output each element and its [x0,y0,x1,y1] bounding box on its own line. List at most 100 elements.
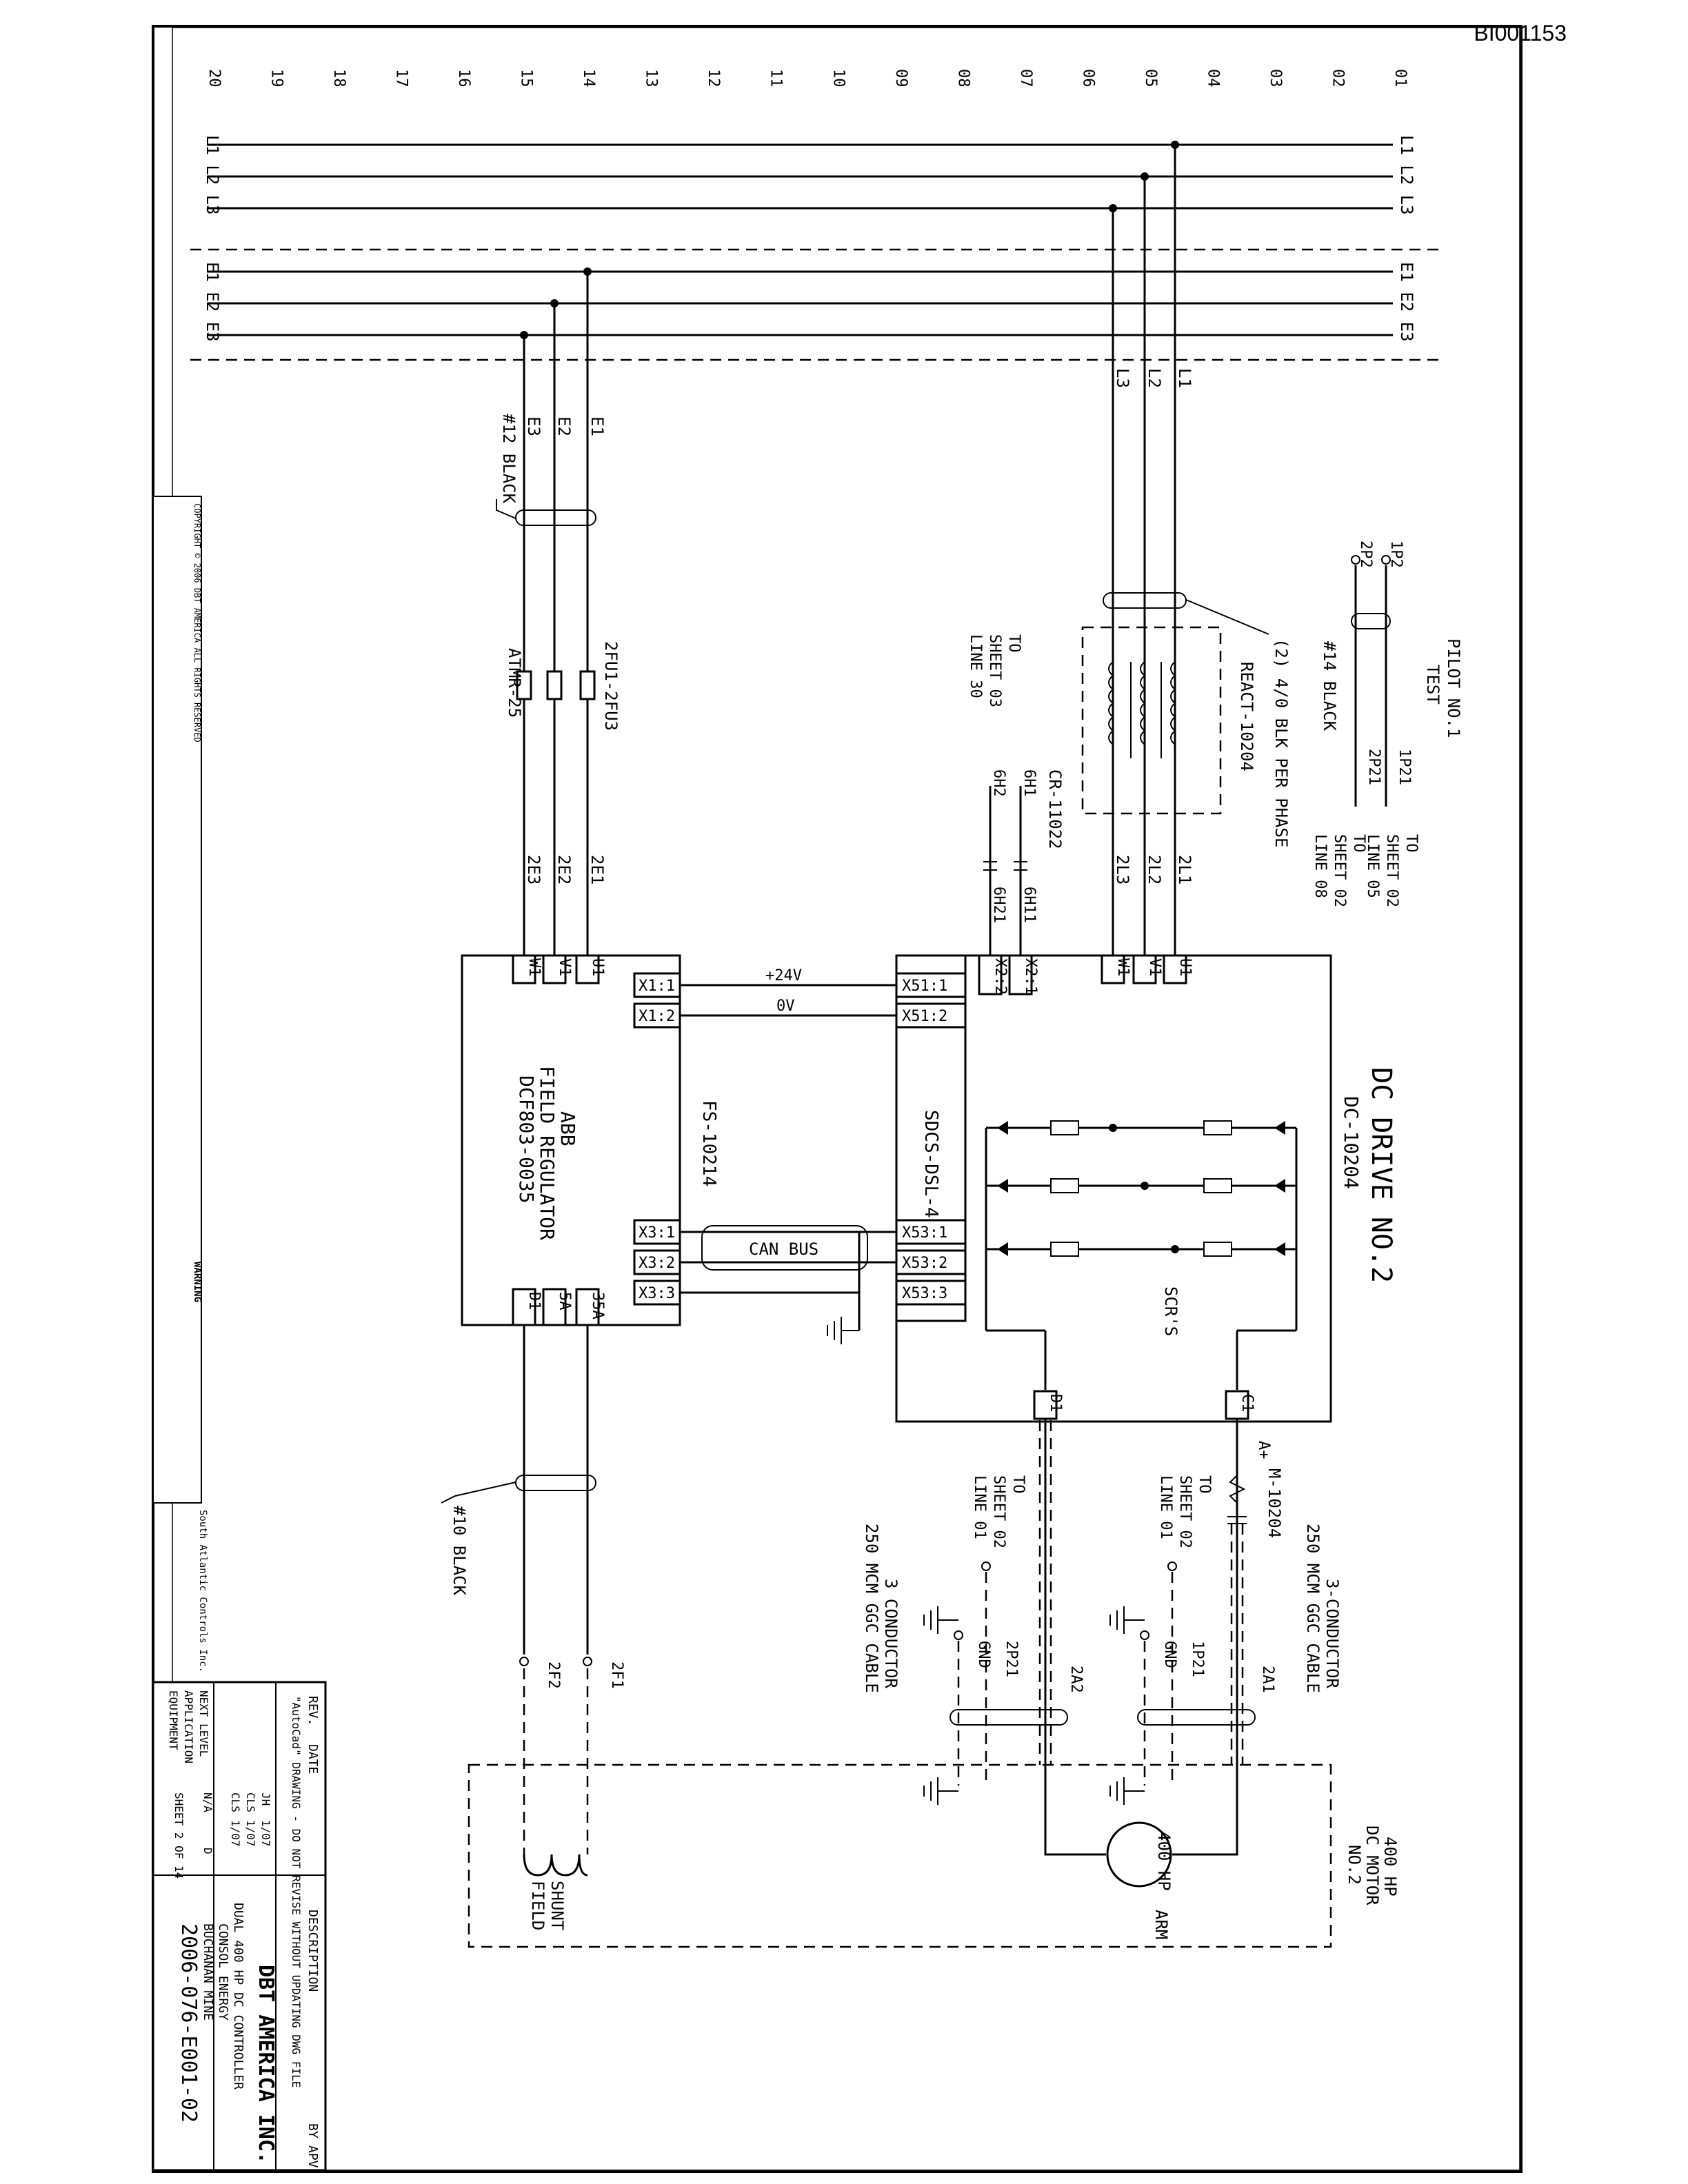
line-number-19: 19 [268,69,285,88]
pilot-cable-bundle [1351,613,1391,629]
line-number-06: 06 [1079,69,1096,88]
fr-term-w1-label: W1 [525,958,543,977]
drive-term-x21-label: X2:1 [1022,958,1039,995]
bus-e-left-label: E1 E2 E3 [203,262,222,342]
scr-6 [1274,1242,1285,1256]
motor-rating: 400 HP [1154,1831,1174,1891]
label-1p21-b: 1P21 [1189,1641,1206,1677]
scr-4 [1274,1121,1285,1135]
label-2f2: 2F2 [545,1661,562,1689]
line-number-14: 14 [580,69,597,88]
label-e2: E2 [554,416,574,436]
ref-s2-l08-2: SHEET 02 [1331,834,1348,907]
label-gnd-1: GND [1161,1641,1178,1668]
fr-term-v1-label: V1 [556,958,573,977]
drive-term-v1-label: V1 [1146,958,1163,977]
tb-company: DBT AMERICA INC. [254,1965,278,2164]
fuse-type-label: ATMR-25 [505,648,524,718]
label-1p21: 1P21 [1396,749,1413,785]
pilot-circuit: 1P2 2P2 PILOT NO.1 TEST #14 BLACK 1P21 2… [1312,540,1463,907]
label-6h1: 6H1 [1021,769,1038,797]
arm-wire-pos [1172,1765,1238,1856]
label-6h2: 6H2 [990,769,1007,797]
line-number-04: 04 [1204,69,1221,88]
label-1p2: 1P2 [1387,540,1405,568]
tb-size: D [201,1848,214,1854]
cable-2a: 250 MCM GGC CABLE [862,1524,881,1693]
drive-term-c1-label: C1 [1238,1394,1256,1413]
cr-label: CR-11022 [1045,769,1065,849]
label-2f1: 2F1 [608,1661,625,1689]
reactor-label: REACT-10204 [1237,662,1256,771]
label-l2: L2 [1145,368,1164,388]
ref-s2-l08-1: TO [1350,834,1367,853]
shunt-field-coil [523,1854,588,1877]
fuse-3 [516,670,532,700]
fuses: 2FU1-2FU3 ATMR-25 [505,641,621,731]
fr-term-x11-label: X1:1 [639,978,675,995]
fr-title-3: DCF803-0035 [515,1075,538,1203]
tb-apv: APV [305,2145,320,2168]
label-2l2: 2L2 [1145,855,1164,884]
fuse-1 [579,670,596,700]
ref-s3-l30-2: SHEET 03 [986,634,1003,707]
fr-term-v1 [542,954,567,984]
cable-bundle-1 [1137,1709,1256,1726]
fr-term-u1-label: U1 [589,958,606,977]
exciter-cable-leader [496,499,516,519]
fr-term-x33-label: X3:3 [639,1285,675,1302]
term-x53-2-label: X53:2 [902,1255,947,1272]
meter-shunt [1229,1475,1246,1504]
label-l1: L1 [1175,368,1194,388]
line-number-08: 08 [954,69,972,88]
drive-term-x22 [978,954,1003,995]
can-bus-cable [701,1225,868,1271]
reactor-cable-label: (2) 4/0 BLK PER PHASE [1272,638,1291,847]
label-l3: L3 [1113,368,1132,388]
reactor-box [1081,626,1222,815]
scr-label: SCR'S [1161,1286,1180,1336]
term-x51-2-label: X51:2 [902,1008,947,1025]
line-number-03: 03 [1267,69,1284,88]
ref-s2-l05-3: LINE 05 [1364,834,1381,898]
tb-by-val: JH [259,1792,272,1806]
scr-3 [997,1242,1008,1256]
scr-fuse-4 [1203,1120,1232,1135]
field-wire-label: #10 BLACK [450,1506,469,1596]
label-gnd-2: GND [975,1641,992,1668]
cable-2b: 3 CONDUCTOR [881,1579,901,1688]
tb-desc-1: DUAL 400 HP DC CONTROLLER [231,1903,245,2090]
tb-next-level: NEXT LEVEL [197,1690,210,1757]
terminal-2p2 [1351,555,1360,565]
fr-term-35a-label: 35A [589,1292,606,1320]
line-number-12: 12 [705,69,722,88]
label-2e1: 2E1 [587,855,607,884]
fr-term-x32-label: X3:2 [639,1255,675,1272]
label-6h21: 6H21 [990,887,1007,923]
ref-s2-l05-1: TO [1403,834,1420,853]
label-24v: +24V [765,967,802,984]
field-cable-bundle [515,1475,596,1491]
drive-term-u1 [1163,954,1187,984]
drive-term-w1-label: W1 [1114,958,1132,977]
tb-application: APPLICATION [182,1690,195,1763]
motor-title-1: 400 HP [1380,1837,1400,1897]
drive-term-x22-label: X2:2 [992,958,1009,995]
term-x53-1 [895,1219,967,1245]
label-2l1: 2L1 [1175,855,1194,884]
scr-bridge: SCR'S [985,1120,1298,1390]
scr-fuse-1 [1050,1120,1079,1135]
label-can-bus: CAN BUS [749,1240,818,1259]
fr-tag: FS-10214 [699,1100,719,1186]
term-x53-3-label: X53:3 [902,1285,947,1302]
ground-icons [923,1606,1145,1805]
reactor-cable-leader [1185,599,1269,635]
scr-2 [997,1179,1008,1193]
label-2p21: 2P21 [1365,749,1383,785]
pilot-wire-label: #14 BLACK [1320,641,1339,731]
fr-term-x12 [633,1002,681,1029]
fr-term-d1 [512,1288,536,1326]
scr-fuse-2 [1050,1178,1079,1193]
dc-drive-box [895,954,1332,1423]
